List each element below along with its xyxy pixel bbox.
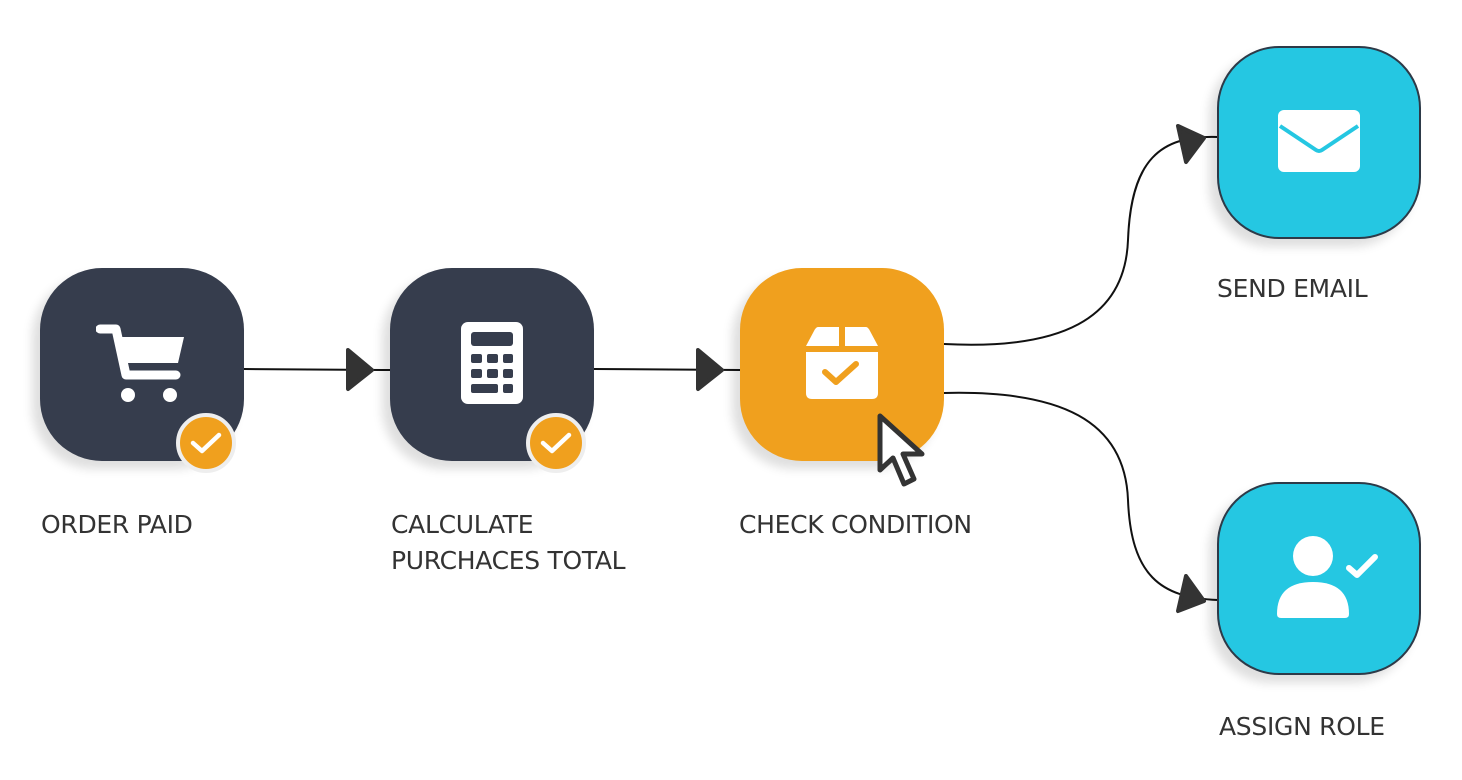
calculator-icon <box>461 321 523 408</box>
checkmark-icon <box>540 432 572 454</box>
edge-order-paid-to-calculate[interactable] <box>243 368 391 371</box>
node-send-email[interactable] <box>1217 46 1421 239</box>
node-check-condition[interactable] <box>740 268 944 461</box>
completed-badge <box>526 413 586 473</box>
arrowhead-icon <box>696 348 724 391</box>
shopping-cart-icon <box>95 323 188 407</box>
arrowhead-icon <box>1176 124 1206 164</box>
arrowhead-icon <box>346 348 374 391</box>
node-assign-role[interactable] <box>1217 482 1421 675</box>
mouse-cursor-icon <box>876 412 934 494</box>
checkmark-icon <box>190 432 222 454</box>
node-label-send-email: SEND EMAIL <box>1217 274 1368 303</box>
arrowhead-icon <box>1176 574 1206 613</box>
completed-badge <box>176 413 236 473</box>
node-label-check-condition: CHECK CONDITION <box>739 510 972 539</box>
edge-calculate-to-check-condition[interactable] <box>593 368 741 371</box>
box-check-icon <box>806 326 878 403</box>
envelope-icon <box>1278 109 1360 176</box>
node-label-calculate-purchases-total: CALCULATE PURCHACES TOTAL <box>391 510 626 575</box>
node-label-assign-role: ASSIGN ROLE <box>1219 712 1385 741</box>
node-order-paid[interactable] <box>40 268 244 473</box>
node-calculate-purchases-total[interactable] <box>390 268 594 473</box>
edge-check-condition-to-send-email[interactable] <box>943 135 1219 346</box>
edge-check-condition-to-assign-role[interactable] <box>943 391 1219 601</box>
node-label-order-paid: ORDER PAID <box>41 510 193 539</box>
user-check-icon <box>1277 535 1381 622</box>
